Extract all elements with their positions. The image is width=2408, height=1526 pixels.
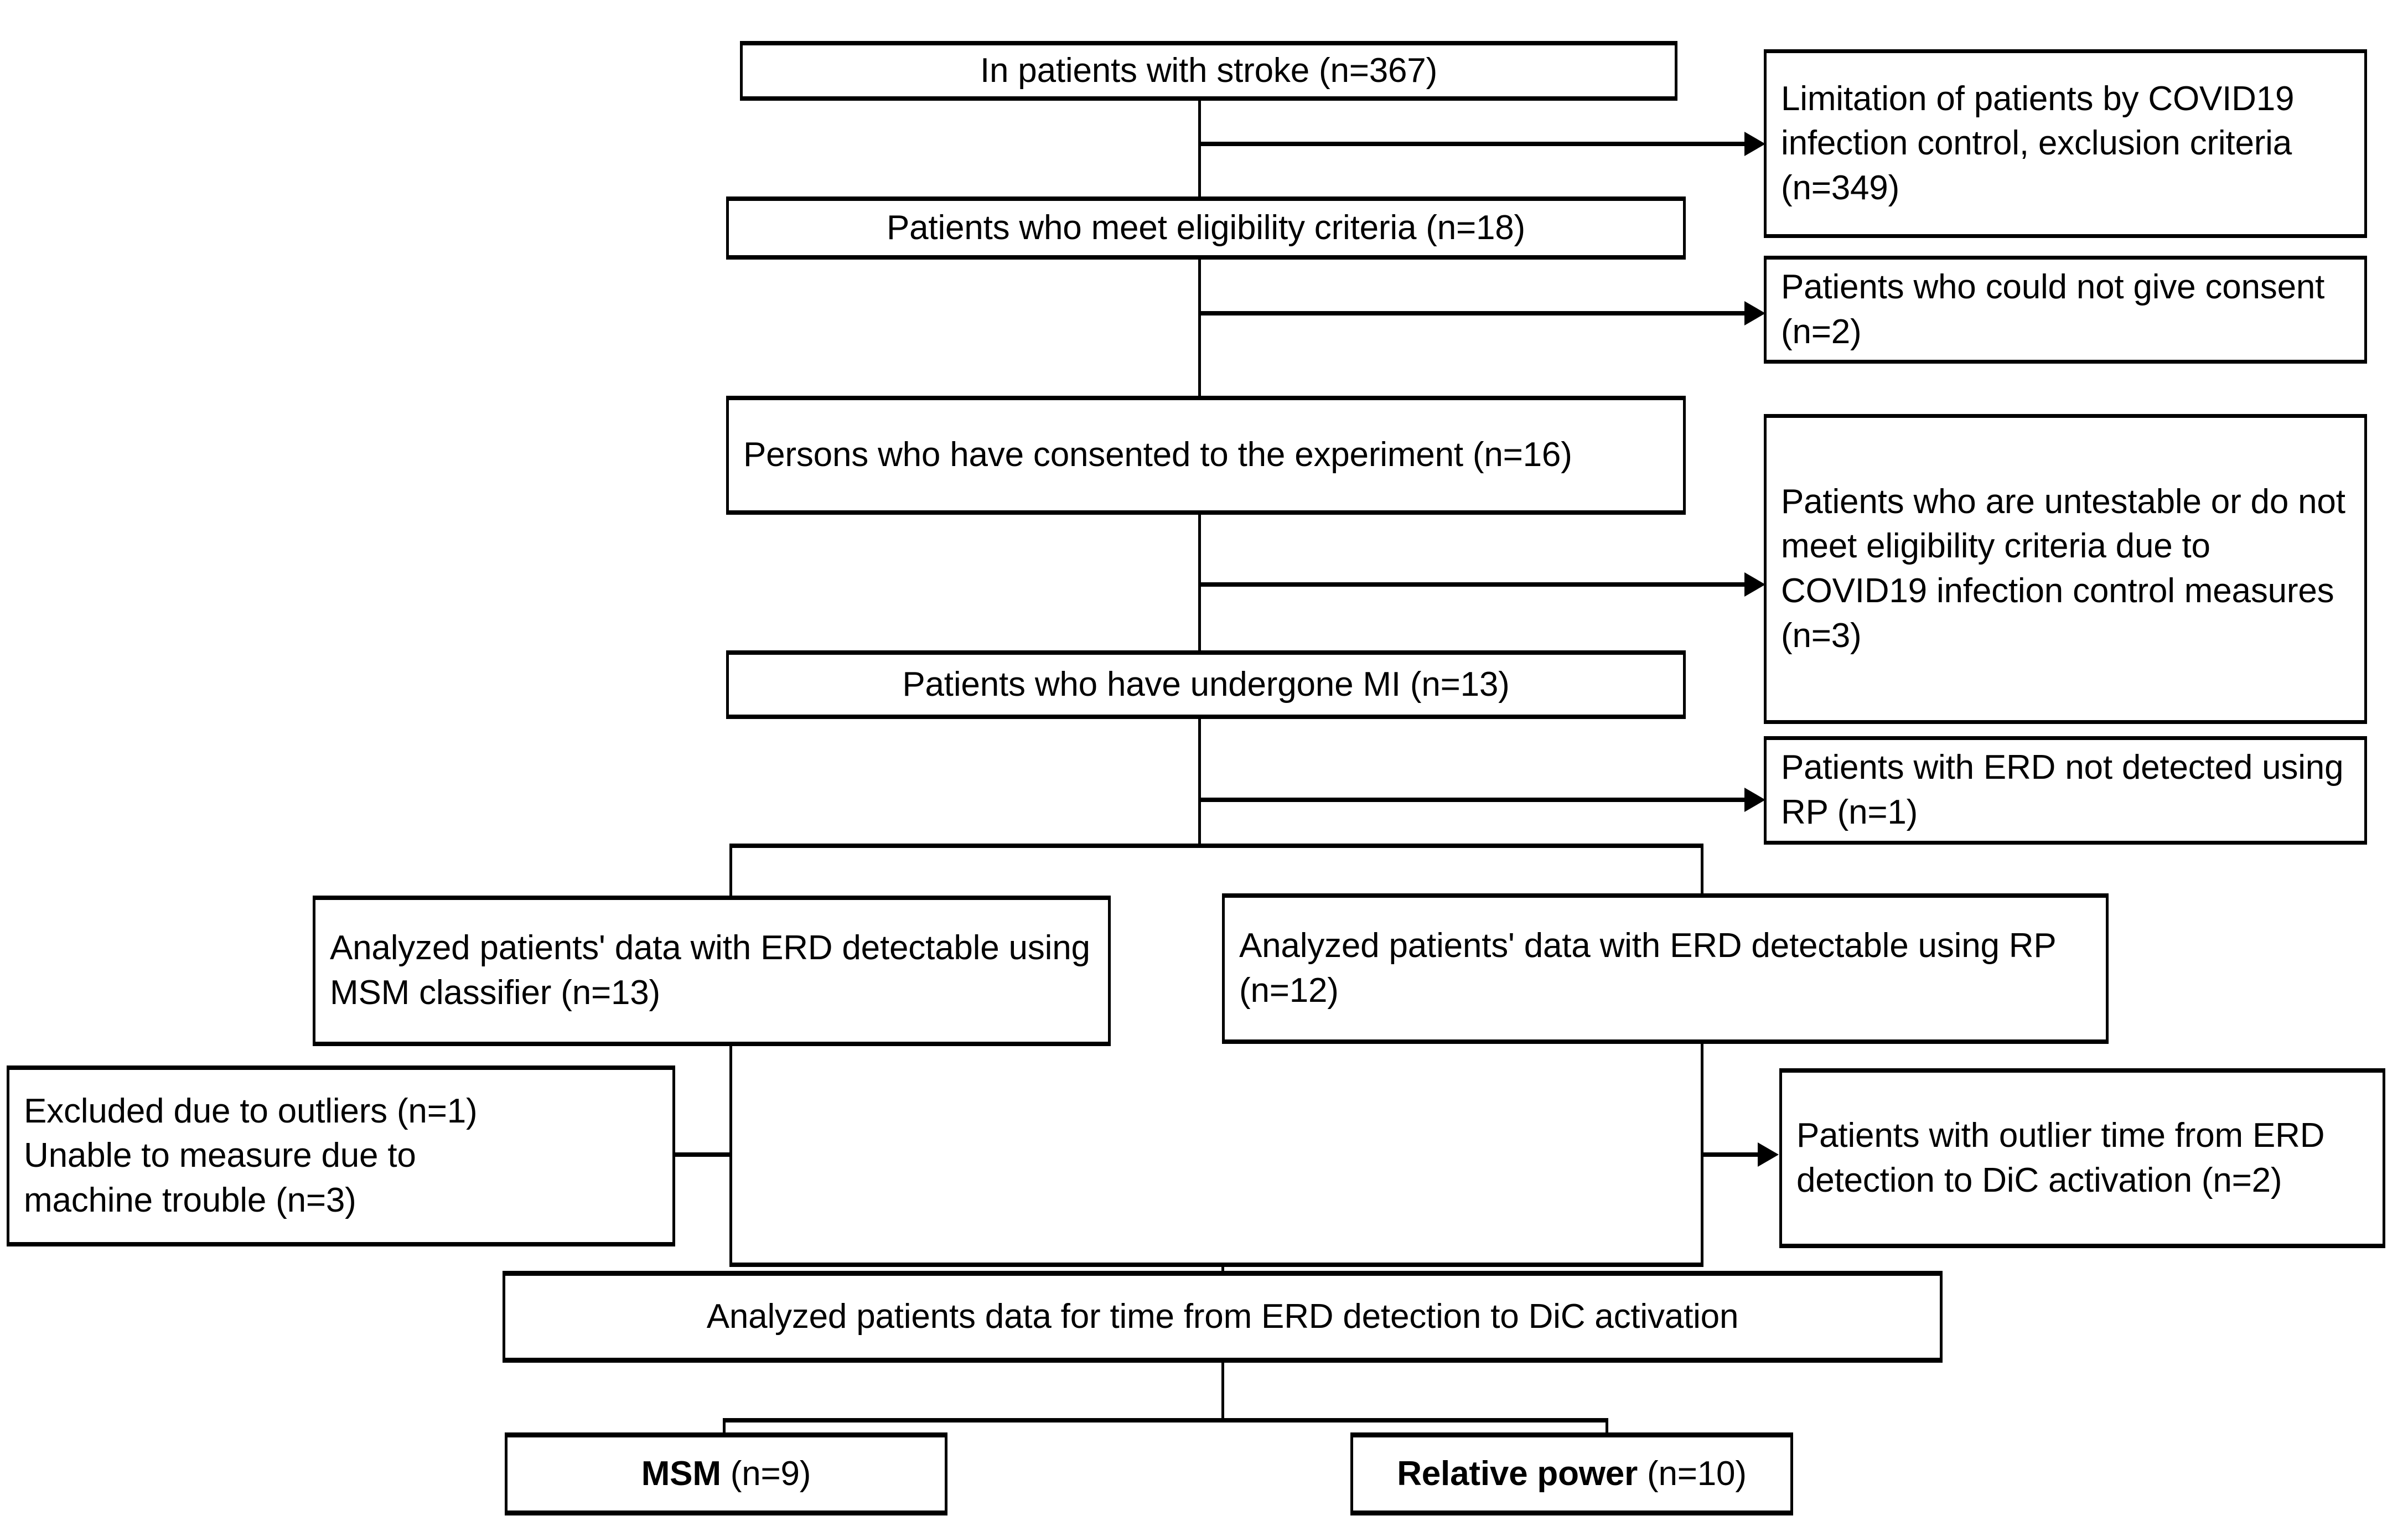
connector-outcome-left-drop: [723, 1418, 726, 1435]
flow-box-eligible: Patients who meet eligibility criteria (…: [726, 196, 1686, 260]
branch-exclusion-box-outliers-machine: Excluded due to outliers (n=1) Unable to…: [7, 1065, 675, 1246]
arrow-head-excl-erd-not-detected: [1744, 788, 1765, 812]
connector-merge-to-summary: [1221, 1263, 1224, 1274]
connector-outcome-split-bar: [723, 1418, 1608, 1422]
connector-summary-to-outcome-split: [1221, 1361, 1224, 1420]
connector-to-excl-untestable: [1198, 582, 1752, 587]
flow-box-enrolled-label: In patients with stroke (n=367): [980, 51, 1438, 90]
branch-exclusion-outliers-line1: Excluded due to outliers (n=1): [24, 1092, 478, 1130]
branch-exclusion-box-outlier-time-label: Patients with outlier time from ERD dete…: [1796, 1116, 2325, 1199]
exclusion-box-erd-not-detected-rp-label: Patients with ERD not detected using RP …: [1781, 748, 2344, 831]
connector-enrolled-to-eligible: [1198, 99, 1201, 199]
branch-box-rp: Analyzed patients' data with ERD detecta…: [1222, 893, 2109, 1044]
exclusion-box-untestable-label: Patients who are untestable or do not me…: [1781, 482, 2345, 655]
outcome-box-relative-power-count: (n=10): [1638, 1454, 1747, 1493]
connector-eligible-to-consented: [1198, 257, 1201, 399]
flow-box-underwent-mi: Patients who have undergone MI (n=13): [726, 650, 1686, 719]
exclusion-box-no-consent-label: Patients who could not give consent (n=2…: [1781, 267, 2325, 351]
arrow-head-excl-outlier-time: [1758, 1142, 1779, 1167]
arrow-head-excl-no-consent: [1744, 301, 1765, 325]
connector-msm-to-exclusion: [656, 1152, 732, 1157]
connector-split-right-drop: [1701, 844, 1703, 897]
outcome-box-msm: MSM (n=9): [505, 1432, 947, 1515]
arrow-head-excl-untestable: [1744, 572, 1765, 597]
flow-box-consented-label: Persons who have consented to the experi…: [743, 436, 1572, 474]
branch-exclusion-outliers-line3: machine trouble (n=3): [24, 1181, 356, 1219]
connector-split-left-drop: [729, 844, 732, 899]
flow-box-underwent-mi-label: Patients who have undergone MI (n=13): [902, 665, 1510, 703]
exclusion-box-covid-criteria: Limitation of patients by COVID19 infect…: [1764, 49, 2367, 238]
connector-rp-to-exclusion: [1701, 1152, 1762, 1157]
connector-mi-to-split: [1198, 717, 1201, 847]
branch-exclusion-outliers-line2: Unable to measure due to: [24, 1136, 416, 1175]
connector-split-bar: [729, 844, 1703, 848]
flow-box-eligible-label: Patients who meet eligibility criteria (…: [886, 208, 1525, 247]
connector-to-excl-no-consent: [1198, 311, 1752, 315]
outcome-box-msm-label: MSM: [641, 1454, 721, 1493]
exclusion-box-untestable: Patients who are untestable or do not me…: [1764, 414, 2367, 724]
connector-to-excl-erd-not-detected: [1198, 798, 1752, 802]
branch-box-msm: Analyzed patients' data with ERD detecta…: [313, 896, 1111, 1046]
summary-box-analyzed: Analyzed patients data for time from ERD…: [503, 1271, 1943, 1363]
exclusion-box-erd-not-detected-rp: Patients with ERD not detected using RP …: [1764, 736, 2367, 845]
exclusion-box-covid-criteria-label: Limitation of patients by COVID19 infect…: [1781, 79, 2295, 207]
flow-box-consented: Persons who have consented to the experi…: [726, 396, 1686, 515]
branch-box-rp-label: Analyzed patients' data with ERD detecta…: [1239, 927, 2056, 1010]
connector-outcome-right-drop: [1606, 1418, 1608, 1435]
arrow-head-excl-covid-criteria: [1744, 132, 1765, 156]
connector-to-excl-covid-criteria: [1198, 142, 1752, 146]
summary-box-analyzed-label: Analyzed patients data for time from ERD…: [706, 1297, 1739, 1336]
branch-box-msm-label: Analyzed patients' data with ERD detecta…: [330, 929, 1090, 1012]
connector-merge-bar: [729, 1263, 1703, 1267]
outcome-box-relative-power-label: Relative power: [1397, 1454, 1638, 1493]
exclusion-box-no-consent: Patients who could not give consent (n=2…: [1764, 256, 2367, 364]
flow-box-enrolled: In patients with stroke (n=367): [740, 41, 1677, 101]
outcome-box-relative-power: Relative power (n=10): [1350, 1432, 1793, 1515]
outcome-box-msm-count: (n=9): [721, 1454, 811, 1493]
branch-exclusion-box-outlier-time: Patients with outlier time from ERD dete…: [1779, 1068, 2385, 1248]
